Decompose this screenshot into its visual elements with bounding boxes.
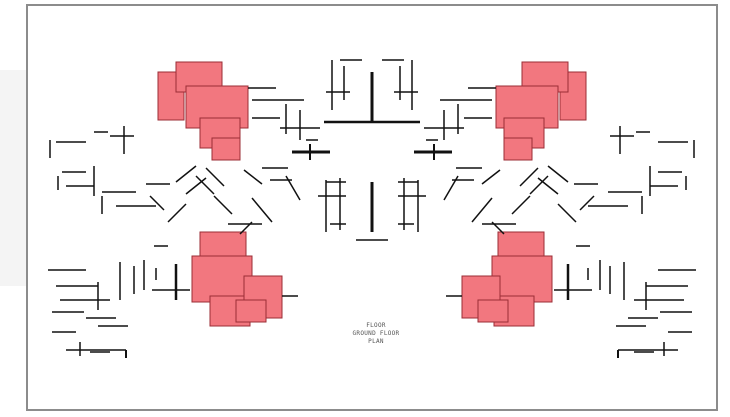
caption-line-2: GROUND FLOOR PLAN bbox=[352, 330, 400, 345]
caption-line-1: FLOOR bbox=[366, 322, 386, 329]
highlighted-unit-lower-left bbox=[191, 231, 283, 327]
left-margin-strip bbox=[0, 70, 26, 286]
floor-plan-right-half bbox=[370, 58, 698, 360]
highlighted-unit-upper-left bbox=[157, 61, 249, 161]
floor-plan-left-half bbox=[48, 59, 374, 358]
drawing-caption: FLOOR GROUND FLOOR PLAN bbox=[346, 322, 406, 346]
